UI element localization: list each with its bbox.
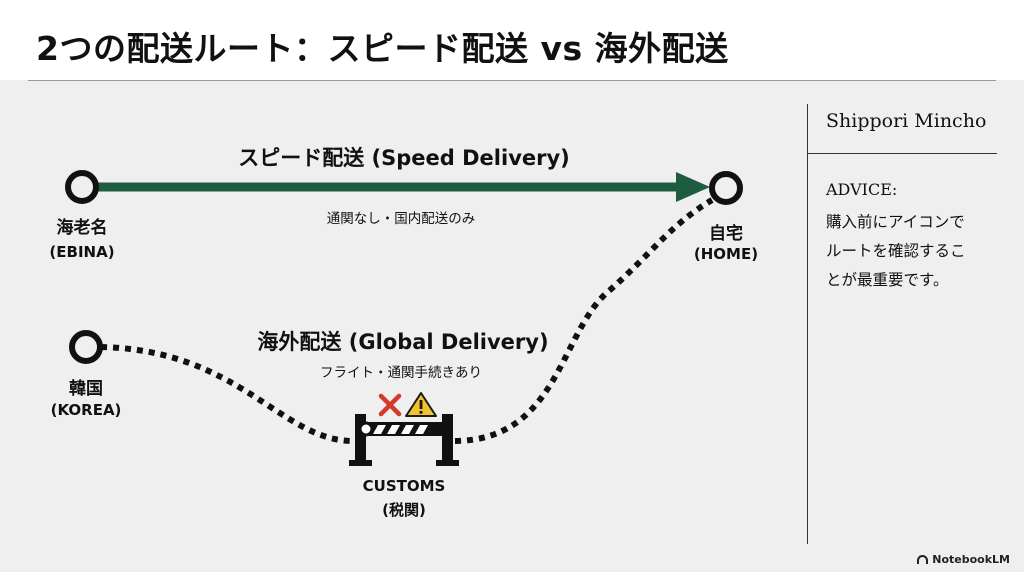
global-route-title: 海外配送 (Global Delivery)	[257, 330, 549, 354]
font-name-label: Shippori Mincho	[826, 110, 987, 132]
speed-route-subtitle: 通関なし・国内配送のみ	[326, 211, 476, 227]
customs-sublabel: (税関)	[382, 501, 426, 519]
customs-gate-icon	[349, 414, 459, 466]
header-divider	[28, 80, 996, 81]
home-node	[709, 171, 743, 205]
warning-icon	[405, 392, 437, 417]
korea-label: 韓国	[69, 379, 103, 399]
ebina-sublabel: (EBINA)	[49, 243, 115, 261]
global-route-dotted-left	[100, 344, 353, 444]
speed-route-arrowhead	[676, 172, 710, 202]
notebooklm-logo-icon	[917, 555, 929, 564]
notebooklm-credit: NotebookLM	[917, 553, 1010, 566]
global-route-dotted-right	[454, 197, 714, 444]
advice-line: ルートを確認するこ	[826, 242, 966, 260]
cross-icon	[378, 393, 402, 417]
home-label: 自宅	[709, 224, 743, 244]
advice-line: 購入前にアイコンで	[826, 213, 965, 231]
customs-label: CUSTOMS	[362, 477, 446, 495]
ebina-label: 海老名	[56, 218, 108, 238]
global-route-subtitle: フライト・通関手続きあり	[320, 365, 482, 381]
advice-heading: ADVICE:	[826, 180, 898, 199]
page-title: 2つの配送ルート：スピード配送 vs 海外配送	[36, 29, 729, 68]
side-panel-rule	[807, 153, 997, 154]
credit-label: NotebookLM	[932, 553, 1010, 566]
ebina-node	[65, 170, 99, 204]
korea-node	[69, 330, 103, 364]
home-sublabel: (HOME)	[693, 245, 759, 263]
korea-sublabel: (KOREA)	[50, 401, 122, 419]
advice-line: とが最重要です。	[826, 271, 949, 289]
header-bar	[0, 0, 1024, 80]
side-panel-divider	[807, 104, 808, 544]
speed-route-title: スピード配送 (Speed Delivery)	[238, 146, 570, 170]
